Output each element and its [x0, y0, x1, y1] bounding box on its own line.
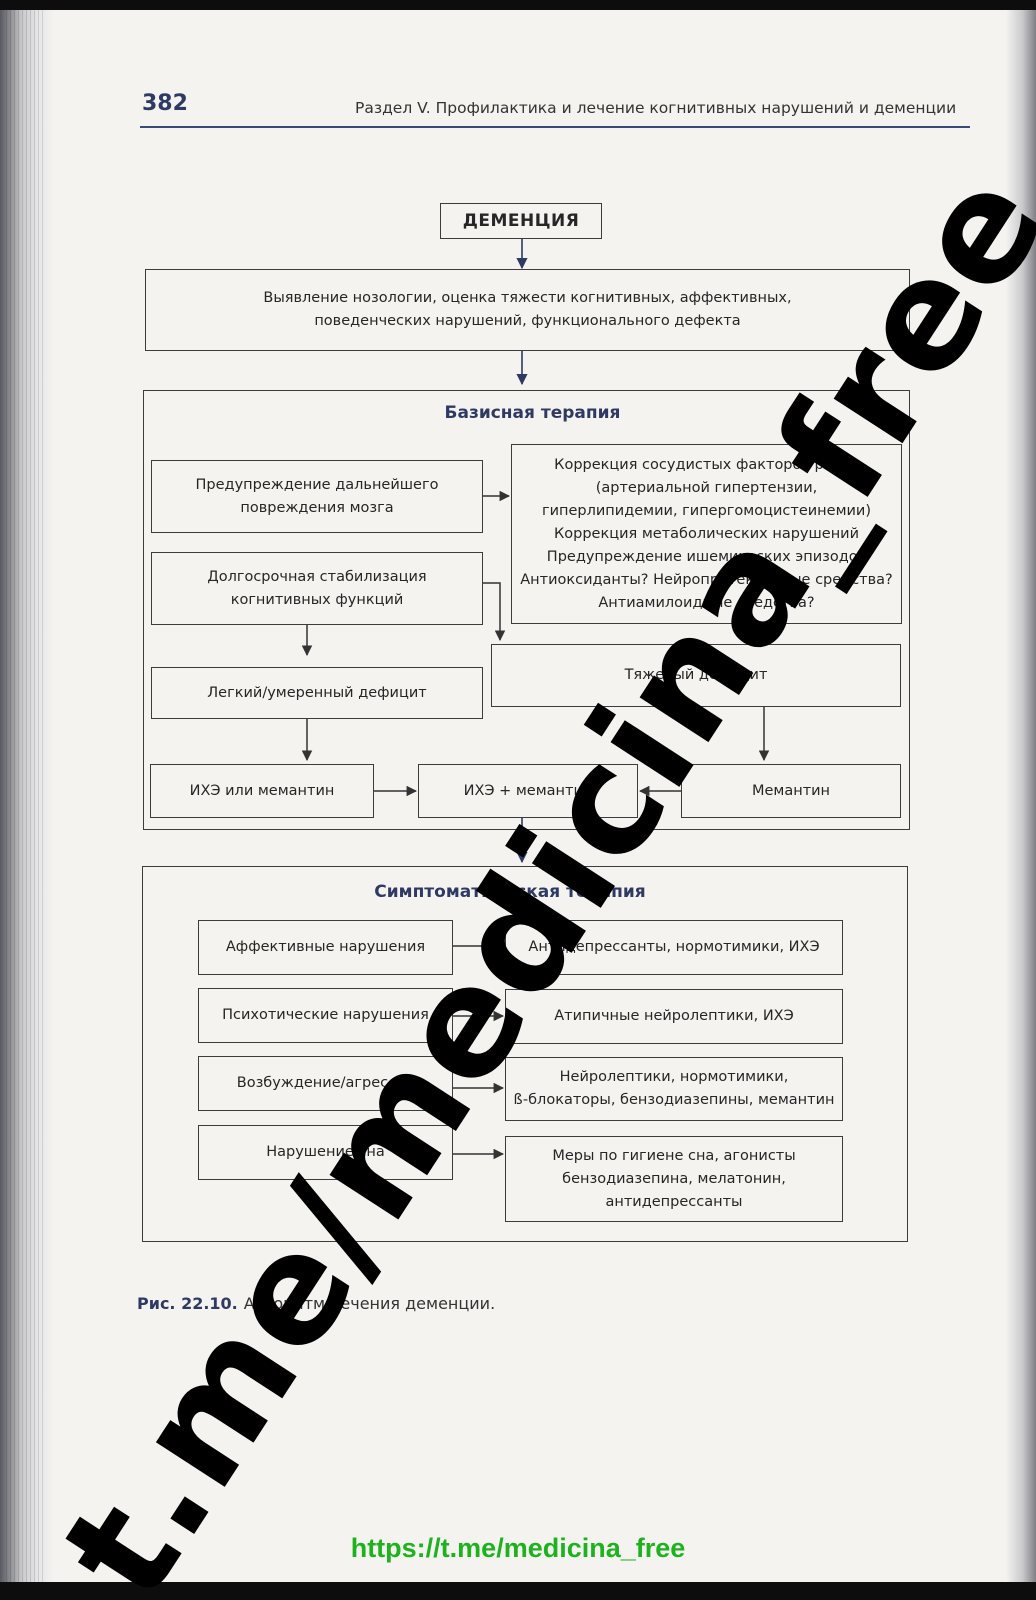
dementia-box: ДЕМЕНЦИЯ [440, 203, 602, 239]
book-page [0, 10, 1036, 1582]
running-head: Раздел V. Профилактика и лечение когнити… [355, 99, 957, 117]
treatment-label: Атипичные нейролептики, ИХЭ [554, 1008, 794, 1024]
ache-or-memantine-label: ИХЭ или мемантин [189, 782, 335, 799]
correction-line: Коррекция сосудистых факторов риска [554, 456, 859, 473]
problem-label: Нарушение сна [266, 1144, 385, 1160]
memantine-label: Мемантин [751, 782, 831, 799]
severe-deficit-label: Тяжелый дефицит [624, 667, 768, 683]
long-term-line: Долгосрочная стабилизация [207, 568, 427, 585]
figure-caption-text: Алгоритм лечения деменции. [243, 1294, 496, 1313]
correction-line: Антиоксиданты? Нейропротекторные средств… [520, 571, 893, 588]
correction-line: гиперлипидемии, гипергомоцистеинемии) [541, 502, 872, 519]
ache-or-memantine-box: ИХЭ или мемантин [150, 764, 374, 818]
prevent-damage-box: Предупреждение дальнейшего повреждения м… [151, 460, 483, 533]
prevent-damage-line: повреждения мозга [240, 499, 394, 516]
prevent-damage-line: Предупреждение дальнейшего [195, 476, 439, 493]
treatment-line: антидепрессанты [605, 1193, 743, 1210]
severe-deficit-box: Тяжелый дефицит [491, 644, 901, 707]
book-spine-shadow [0, 10, 54, 1582]
symptomatic-therapy-frame [142, 866, 908, 1242]
treatment-line: бензодиазепина, мелатонин, [562, 1170, 786, 1187]
symptomatic-therapy-title: Симптоматическая терапия [374, 882, 646, 902]
sleep-disorder-box: Нарушение сна [198, 1125, 453, 1180]
correction-line: Предупреждение ишемических эпизодов [546, 548, 867, 565]
mild-deficit-label: Легкий/умеренный дефицит [207, 684, 427, 701]
figure-caption: Рис. 22.10. Алгоритм лечения деменции. [137, 1294, 495, 1313]
footer-link[interactable]: https://t.me/medicina_free [350, 1533, 686, 1563]
antidepressants-box: Антидепрессанты, нормотимики, ИХЭ [505, 920, 843, 975]
correction-line: (артериальной гипертензии, [595, 479, 818, 496]
mild-deficit-box: Легкий/умеренный дефицит [151, 667, 483, 719]
assessment-box: Выявление нозологии, оценка тяжести когн… [145, 269, 910, 351]
problem-label: Аффективные нарушения [225, 939, 426, 955]
assessment-line: поведенческих нарушений, функционального… [314, 313, 741, 329]
long-term-line: когнитивных функций [230, 591, 404, 608]
treatment-line: ß-блокаторы, бензодиазепины, мемантин [513, 1092, 835, 1108]
basic-therapy-frame [143, 390, 910, 830]
treatment-line: Меры по гигиене сна, агонисты [552, 1147, 796, 1164]
correction-line: Коррекция метаболических нарушений [553, 525, 860, 542]
figure-label: Рис. 22.10. [137, 1294, 238, 1313]
neuroleptics-box: Нейролептики, нормотимики, ß-блокаторы, … [505, 1057, 843, 1121]
long-term-stabilization-box: Долгосрочная стабилизация когнитивных фу… [151, 552, 483, 625]
basic-therapy-title: Базисная терапия [444, 403, 621, 423]
psychotic-disorders-box: Психотические нарушения [198, 988, 453, 1043]
sleep-hygiene-box: Меры по гигиене сна, агонисты бензодиазе… [505, 1136, 843, 1222]
atypical-neuroleptics-box: Атипичные нейролептики, ИХЭ [505, 989, 843, 1044]
correction-line: Антиамилоидные средства? [598, 594, 815, 611]
assessment-line: Выявление нозологии, оценка тяжести когн… [263, 290, 792, 306]
memantine-box: Мемантин [681, 764, 901, 818]
treatment-line: Нейролептики, нормотимики, [559, 1069, 789, 1085]
dementia-label: ДЕМЕНЦИЯ [462, 210, 580, 231]
header-rule [140, 126, 970, 128]
agitation-aggression-box: Возбуждение/агрессия [198, 1056, 453, 1111]
affective-disorders-box: Аффективные нарушения [198, 920, 453, 975]
problem-label: Возбуждение/агрессия [236, 1075, 415, 1091]
arrow-longterm-to-severe [483, 582, 506, 642]
risk-correction-box: Коррекция сосудистых факторов риска (арт… [511, 444, 902, 624]
ache-plus-memantine-label: ИХЭ + мемантин [463, 782, 593, 799]
problem-label: Психотические нарушения [222, 1007, 429, 1023]
page-edges [6, 10, 46, 1582]
right-edge-shadow [1006, 10, 1036, 1582]
page-number: 382 [142, 91, 188, 116]
ache-plus-memantine-box: ИХЭ + мемантин [418, 764, 638, 818]
treatment-label: Антидепрессанты, нормотимики, ИХЭ [528, 939, 820, 955]
